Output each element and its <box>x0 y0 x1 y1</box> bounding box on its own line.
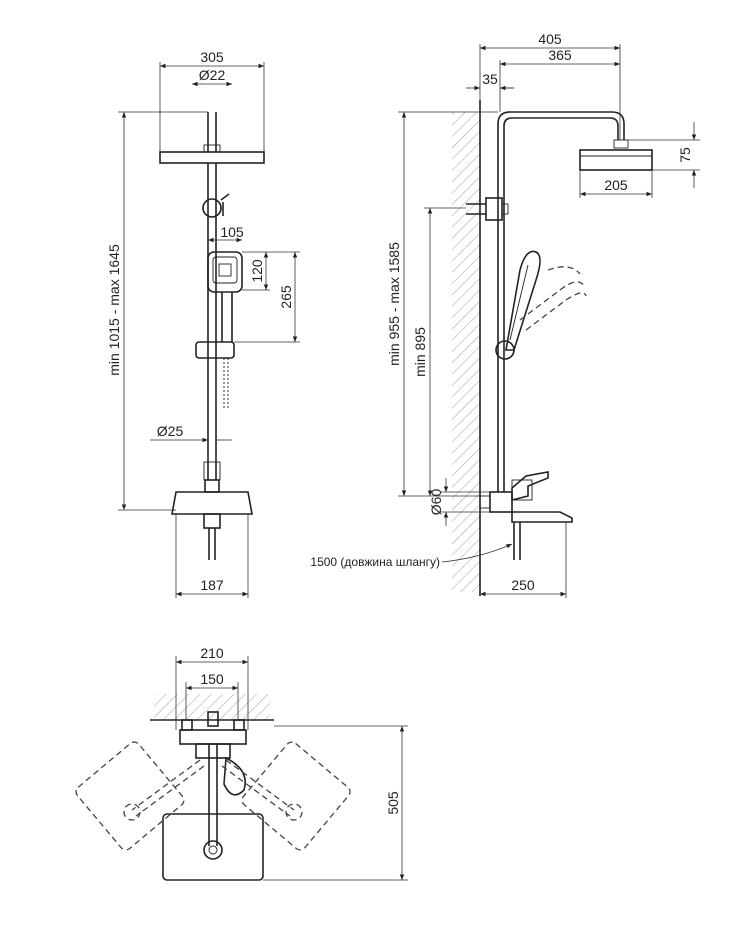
side-mixer <box>479 471 573 560</box>
side-riser <box>497 111 629 492</box>
dim-front-total-height: min 1015 - max 1645 <box>106 244 122 376</box>
front-hand-shower <box>195 251 243 410</box>
dim-front-rail-diameter: Ø25 <box>157 423 184 439</box>
front-mixer <box>171 479 253 560</box>
dim-side-head-width: 205 <box>604 177 628 193</box>
front-rail <box>202 163 230 481</box>
side-dimensions: 405 365 35 75 205 min 955 - ma <box>310 31 700 598</box>
dim-top-inner-width: 150 <box>200 671 224 687</box>
dim-front-hand-head: 120 <box>249 259 265 283</box>
top-mixer <box>179 711 247 860</box>
dim-top-outer-width: 210 <box>200 645 224 661</box>
top-swing-right <box>221 741 351 851</box>
front-slider-holder <box>195 341 235 359</box>
top-swing-left <box>75 741 205 851</box>
dim-top-depth: 505 <box>385 791 401 815</box>
dim-front-head-width: 305 <box>200 49 224 65</box>
dim-side-min-height: min 895 <box>412 327 428 377</box>
front-dimensions: 305 Ø22 min 1015 - max 1645 105 120 265 <box>106 49 300 598</box>
dim-side-total-reach: 405 <box>538 31 562 47</box>
top-dimensions: 210 150 505 <box>175 645 408 881</box>
front-shower-head <box>159 112 265 164</box>
side-hose-note: 1500 (довжина шлангу) <box>310 555 440 569</box>
side-spout <box>511 511 573 523</box>
dim-side-arm-reach: 365 <box>548 47 572 63</box>
dim-side-spout-reach: 250 <box>511 577 535 593</box>
side-view: 405 365 35 75 205 min 955 - ma <box>310 31 700 598</box>
dim-front-pipe-diameter: Ø22 <box>199 67 226 83</box>
dim-front-mixer-width: 187 <box>200 577 224 593</box>
top-wall <box>150 694 274 721</box>
side-shower-head <box>579 149 653 171</box>
side-upper-bracket <box>466 197 509 221</box>
top-view: 210 150 505 <box>75 645 408 881</box>
side-hand-shower <box>495 250 587 360</box>
dim-side-wall-gap: 35 <box>482 71 498 87</box>
front-diverter-knob <box>202 198 222 218</box>
dim-front-hand-length: 265 <box>278 285 294 309</box>
side-wall <box>452 100 481 596</box>
dim-side-mixer-diameter: Ø60 <box>428 489 444 516</box>
front-view: 305 Ø22 min 1015 - max 1645 105 120 265 <box>106 49 300 598</box>
dim-front-hand-width: 105 <box>220 224 244 240</box>
top-shower-head <box>162 813 264 881</box>
dim-side-height-range: min 955 - max 1585 <box>386 242 402 366</box>
dim-side-head-height: 75 <box>677 147 693 163</box>
